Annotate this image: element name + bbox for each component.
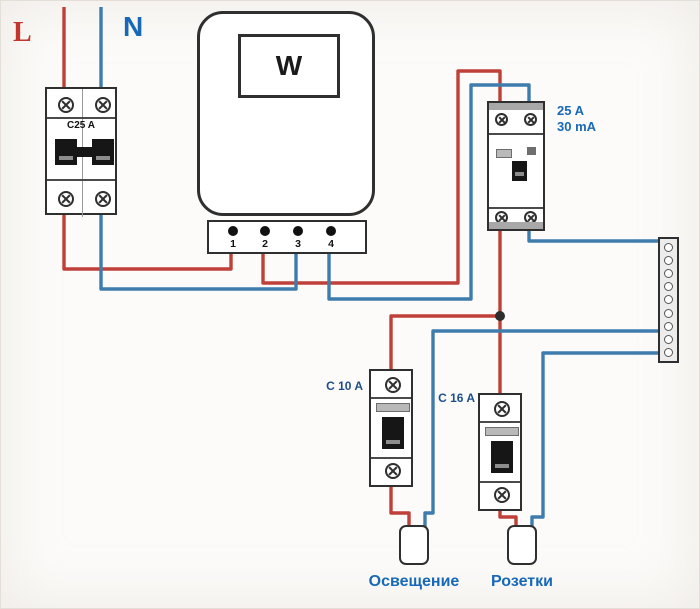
main-breaker-label: C25 A [67,120,95,131]
divider [371,397,411,399]
rcd-top-cap [489,103,543,110]
lighting-load-box [399,525,429,565]
breaker-window [376,403,410,412]
terminal-dot-icon [260,226,270,236]
breaker-toggle-icon [92,139,114,165]
divider [480,421,520,423]
wire-l-sockets-breaker-to-load [498,505,518,531]
terminal-number: 3 [295,238,301,250]
rcd-test-button [527,147,536,155]
screw-terminal-icon [58,97,74,113]
terminal-hole-icon [664,347,673,357]
screw-terminal-icon [495,113,508,126]
divider [489,207,543,209]
rcd-current-label: 25 A [557,103,584,118]
meter-terminal: 4 [319,226,343,250]
neutral-label: N [123,11,144,42]
sockets-load-box [507,525,537,565]
meter-terminal: 1 [221,226,245,250]
breaker-toggle-icon [512,161,527,181]
wire-l-junction-to-lighting-breaker [389,314,500,373]
wire-l-meter-to-rcd [261,69,502,285]
wire-l-lighting-breaker-to-load [389,485,411,531]
terminal-hole-icon [664,308,673,318]
screw-terminal-icon [385,463,401,479]
screw-terminal-icon [58,191,74,207]
rcd-window [496,149,512,158]
meter-terminal-block: 1 2 3 4 [207,220,367,254]
lighting-breaker [369,369,413,487]
terminal-dot-icon [326,226,336,236]
rcd-rating-label: 25 A 30 mA [557,103,596,134]
terminal-number: 2 [262,238,268,250]
breaker-window [485,427,519,436]
breaker-toggle-icon [491,441,513,473]
terminal-hole-icon [664,295,673,305]
screw-terminal-icon [95,97,111,113]
terminal-dot-icon [293,226,303,236]
meter-terminal: 3 [286,226,310,250]
terminal-hole-icon [664,243,673,253]
sockets-breaker [478,393,522,511]
screw-terminal-icon [524,113,537,126]
sockets-label: Розетки [491,573,553,590]
rcd-leakage-label: 30 mA [557,118,597,134]
divider [371,457,411,459]
wire-n-breaker-to-meter [99,209,298,291]
rcd-breaker [487,101,545,231]
terminal-dot-icon [228,226,238,236]
meter-unit-label: W [275,50,303,81]
screw-terminal-icon [494,487,510,503]
junction-dot [495,311,505,321]
electric-meter: W [197,11,375,216]
lighting-label: Освещение [368,573,460,590]
lighting-breaker-label: C 10 A [326,379,363,393]
divider [47,117,115,119]
wire-l-breaker-to-meter [62,209,233,271]
toggle-tie-bar [75,147,93,157]
sockets-breaker-label: C 16 A [438,391,475,405]
wire-n-strip-to-sockets-load [530,351,663,531]
divider [47,179,115,181]
meter-register: W [238,34,340,98]
terminal-hole-icon [664,256,673,266]
main-breaker: C25 A [45,87,117,217]
neutral-terminal-strip [658,237,679,363]
divider [480,481,520,483]
breaker-toggle-icon [55,139,77,165]
screw-terminal-icon [494,401,510,417]
terminal-hole-icon [664,334,673,344]
line-label: L [13,17,32,48]
wire-n-rcd-to-terminal-strip [527,227,663,243]
divider [489,133,543,135]
terminal-hole-icon [664,269,673,279]
terminal-number: 4 [328,238,334,250]
meter-terminal: 2 [253,226,277,250]
terminal-number: 1 [230,238,236,250]
rcd-bottom-cap [489,222,543,229]
wire-n-strip-to-lighting-load [423,329,663,531]
wire-n-meter-to-rcd [327,83,531,301]
terminal-hole-icon [664,282,673,292]
screw-terminal-icon [95,191,111,207]
screw-terminal-icon [385,377,401,393]
breaker-toggle-icon [382,417,404,449]
terminal-hole-icon [664,321,673,331]
